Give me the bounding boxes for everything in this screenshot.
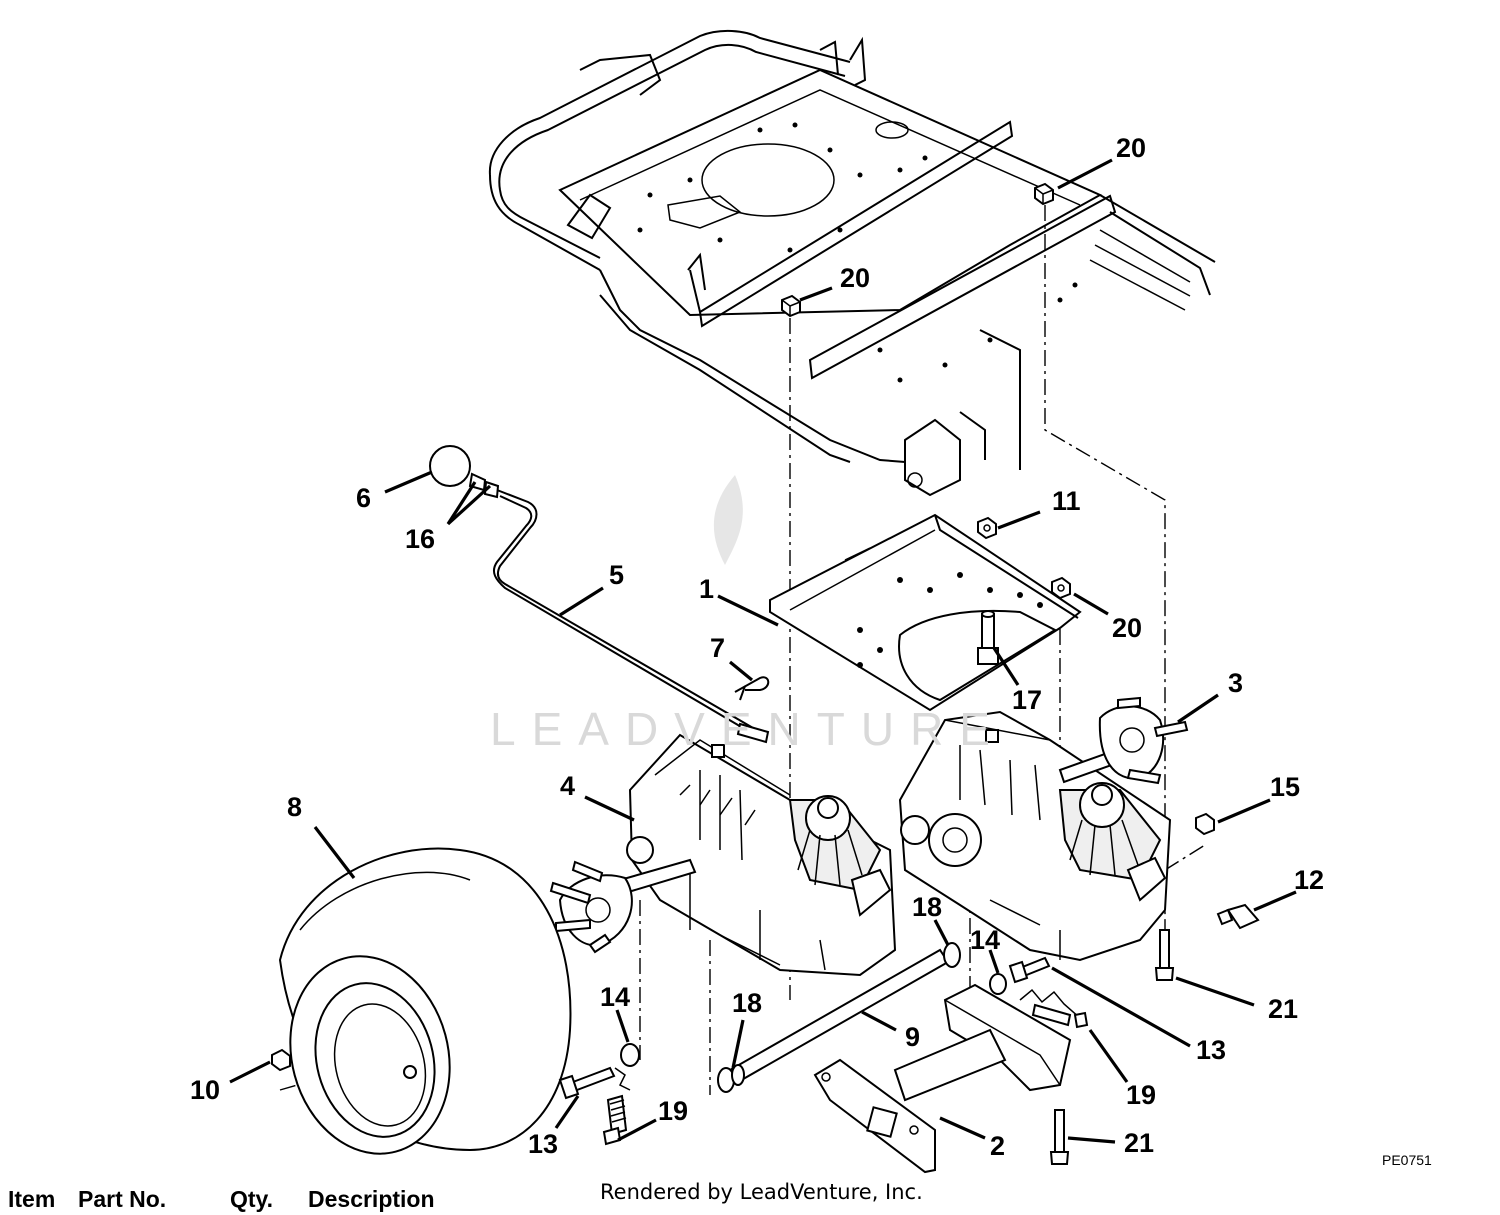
nut-20-middle (781, 294, 801, 318)
watermark: LEADVENTURE (490, 475, 1006, 755)
callout-19-left: 19 (658, 1096, 688, 1126)
hairpin-clip-7 (734, 676, 770, 701)
pin-17 (977, 610, 999, 665)
nut-15 (1195, 812, 1215, 836)
callout-6: 6 (356, 483, 371, 513)
callout-15: 15 (1270, 772, 1300, 802)
callout-18-left: 18 (732, 988, 762, 1018)
render-credit: Rendered by LeadVenture, Inc. (600, 1180, 923, 1204)
mower-frame (488, 30, 1216, 497)
spring-19-left (602, 1094, 628, 1146)
callout-4: 4 (560, 771, 575, 801)
callout-21-lower: 21 (1124, 1128, 1154, 1158)
lug-nut-10 (271, 1048, 291, 1072)
bolt-21-lower (1049, 1109, 1070, 1165)
hitch-bracket-2 (813, 983, 1072, 1174)
leader-lines (229, 158, 1297, 1144)
callout-19-right: 19 (1126, 1080, 1156, 1110)
callout-18-right: 18 (912, 892, 942, 922)
nut-20-upper (1034, 182, 1054, 206)
callout-5: 5 (609, 560, 624, 590)
shift-lever (429, 445, 770, 744)
callout-10: 10 (190, 1075, 220, 1105)
svg-text:LEADVENTURE: LEADVENTURE (490, 703, 1006, 755)
right-transaxle (898, 696, 1189, 962)
col-part-no: Part No. (78, 1186, 167, 1212)
callout-8: 8 (287, 792, 302, 822)
bolt-21-upper (1154, 929, 1175, 981)
callout-1: 1 (699, 574, 714, 604)
callout-20-top: 20 (1116, 133, 1146, 163)
callout-9: 9 (905, 1022, 920, 1052)
callout-12: 12 (1294, 865, 1324, 895)
callout-2: 2 (990, 1131, 1005, 1161)
callout-labels: 20 20 6 16 11 5 1 20 7 17 3 4 15 8 12 18… (190, 133, 1324, 1161)
washer-14-right (989, 973, 1007, 995)
callout-13-left: 13 (528, 1129, 558, 1159)
callout-14-right: 14 (970, 925, 1000, 955)
callout-14-left: 14 (600, 982, 630, 1012)
bolt-13-left (558, 1066, 631, 1100)
nut-11 (977, 516, 997, 540)
callout-21-upper: 21 (1268, 994, 1298, 1024)
callout-3: 3 (1228, 668, 1243, 698)
callout-20-plate: 20 (1112, 613, 1142, 643)
left-transaxle (549, 733, 897, 977)
callout-20-frame: 20 (840, 263, 870, 293)
callout-16: 16 (405, 524, 435, 554)
callout-17: 17 (1012, 685, 1042, 715)
callout-7: 7 (710, 633, 725, 663)
washer-14-left (620, 1043, 640, 1067)
wheel-tire (278, 847, 572, 1155)
spring-19-right (1019, 988, 1089, 1029)
col-item: Item (8, 1186, 56, 1212)
col-qty: Qty. (230, 1186, 274, 1212)
nut-20-lower (1051, 576, 1071, 600)
pin-12 (1216, 903, 1260, 930)
drawing-id: PE0751 (1382, 1152, 1432, 1168)
callout-11: 11 (1052, 486, 1081, 516)
bolt-13-right (1008, 956, 1051, 984)
col-description: Description (308, 1186, 435, 1212)
callout-13-right: 13 (1196, 1035, 1226, 1065)
axle-rod-9 (717, 942, 961, 1093)
mount-plate (769, 513, 1082, 712)
